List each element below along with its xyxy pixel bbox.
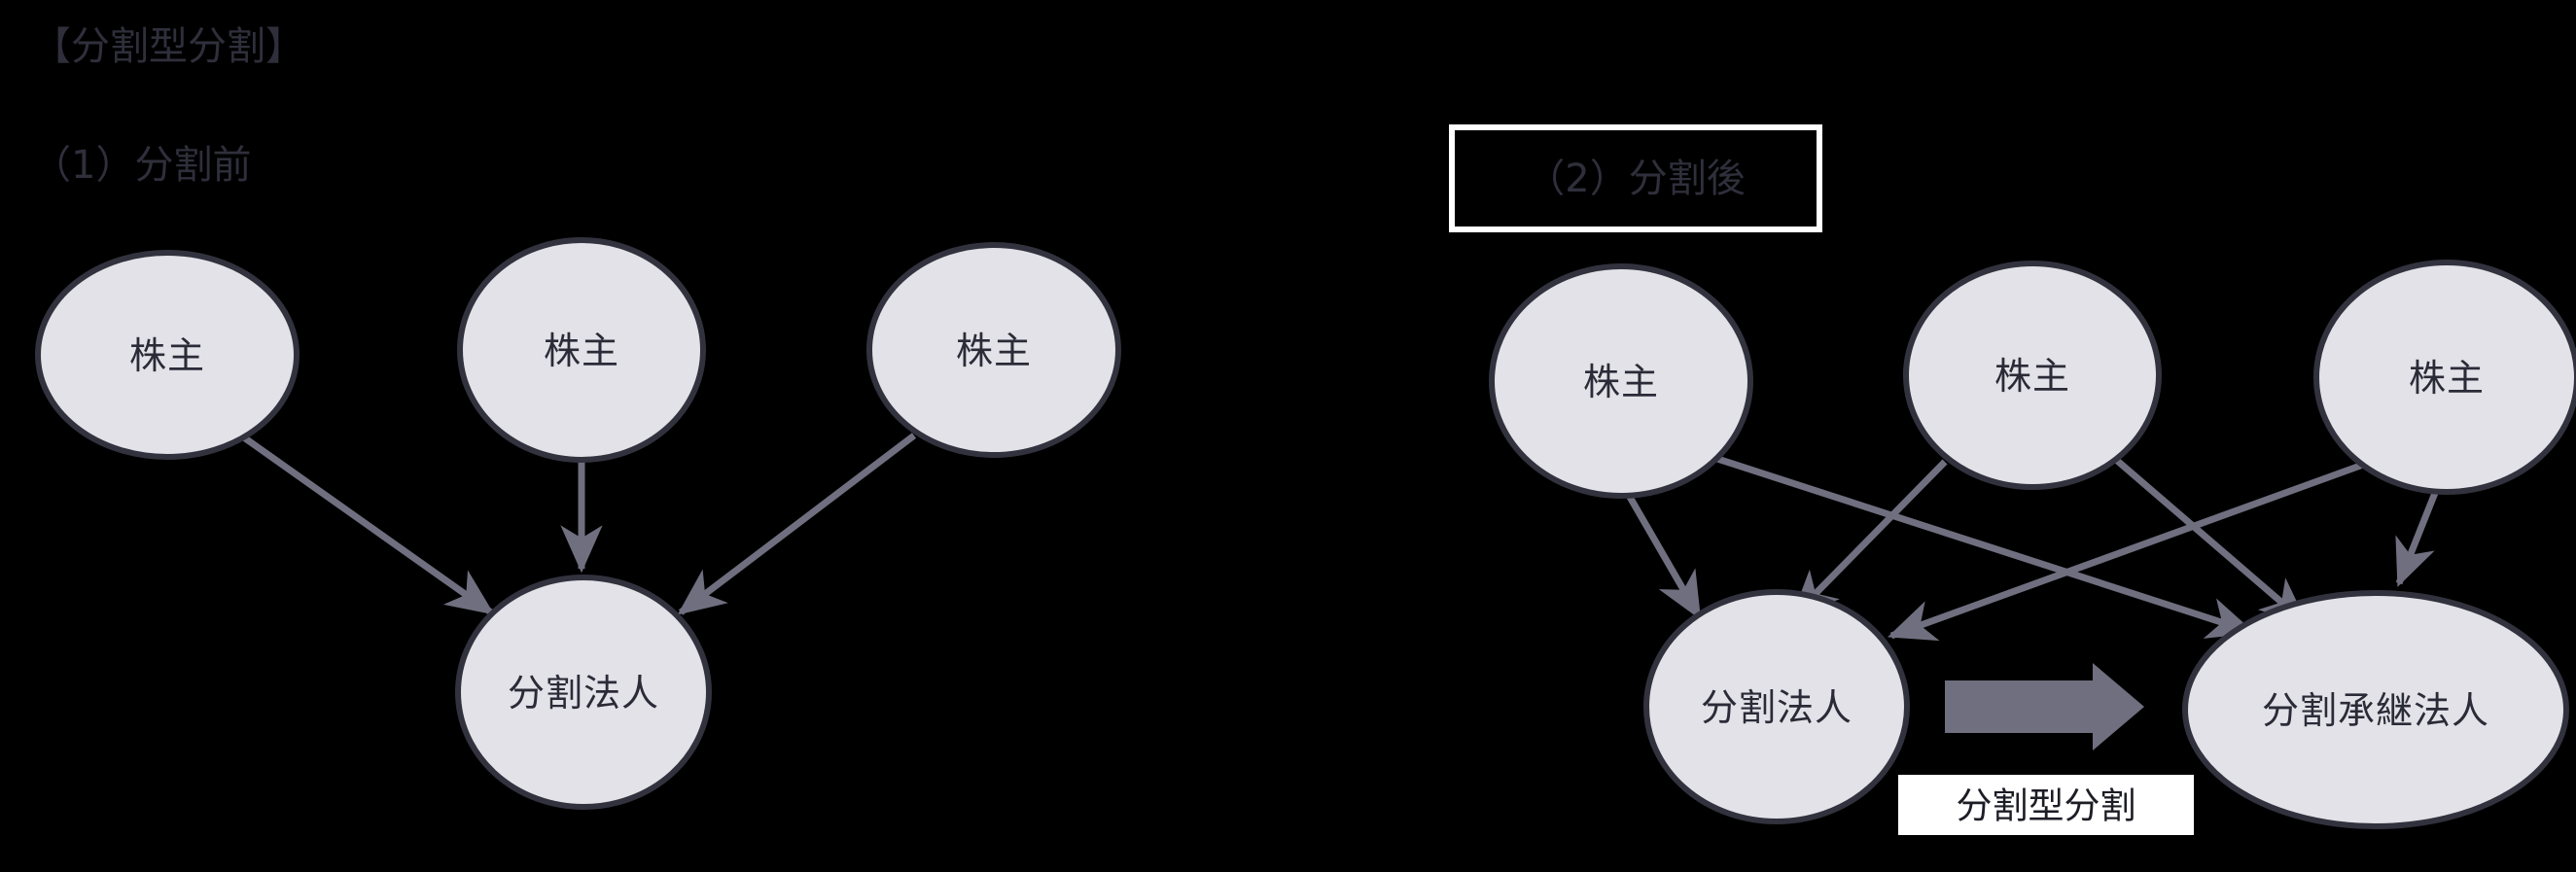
section-label-after: （2）分割後 [1526,157,1745,201]
left-connector-sh1-to-company [238,433,495,615]
right-company-node-2[interactable]: 分割承継法人 [2182,590,2569,829]
right-company-label-1: 分割法人 [1701,686,1853,729]
right-company-node-1[interactable]: 分割法人 [1643,589,1910,824]
right-shareholder-node-1[interactable]: 株主 [1489,263,1753,499]
right-company-label-2: 分割承継法人 [2262,689,2489,732]
left-connector-sh3-to-company [677,433,917,615]
left-shareholder-label-1: 株主 [129,334,205,377]
left-company-label: 分割法人 [508,672,659,715]
right-shareholder-label-2: 株主 [1994,355,2070,398]
left-shareholder-label-3: 株主 [956,330,1032,372]
left-shareholder-node-1[interactable]: 株主 [35,250,300,460]
left-shareholder-node-3[interactable]: 株主 [866,242,1121,458]
transform-label-box: 分割型分割 [1898,775,2194,835]
right-connector-sh1-to-company2 [1710,453,2255,639]
left-shareholder-label-2: 株主 [544,330,619,372]
left-shareholder-node-2[interactable]: 株主 [457,237,706,463]
section-label-after-box [1449,124,1822,232]
right-connector-sh3-to-company1 [1888,461,2365,642]
right-shareholder-node-2[interactable]: 株主 [1903,261,2162,490]
right-shareholder-label-1: 株主 [1583,361,1659,403]
transform-label-text: 分割型分割 [1957,785,2136,827]
right-connector-sh3-to-company2 [2395,481,2443,587]
right-shareholder-label-3: 株主 [2409,357,2485,400]
right-shareholder-node-3[interactable]: 株主 [2313,260,2576,495]
section-label-before: （1）分割前 [32,143,251,188]
transformation-block-arrow [1945,663,2144,750]
page-title: 【分割型分割】 [32,24,304,69]
right-connector-sh2-to-company1 [1791,459,1948,618]
left-company-node[interactable]: 分割法人 [455,575,712,810]
right-connector-sh2-to-company2 [2112,456,2309,625]
